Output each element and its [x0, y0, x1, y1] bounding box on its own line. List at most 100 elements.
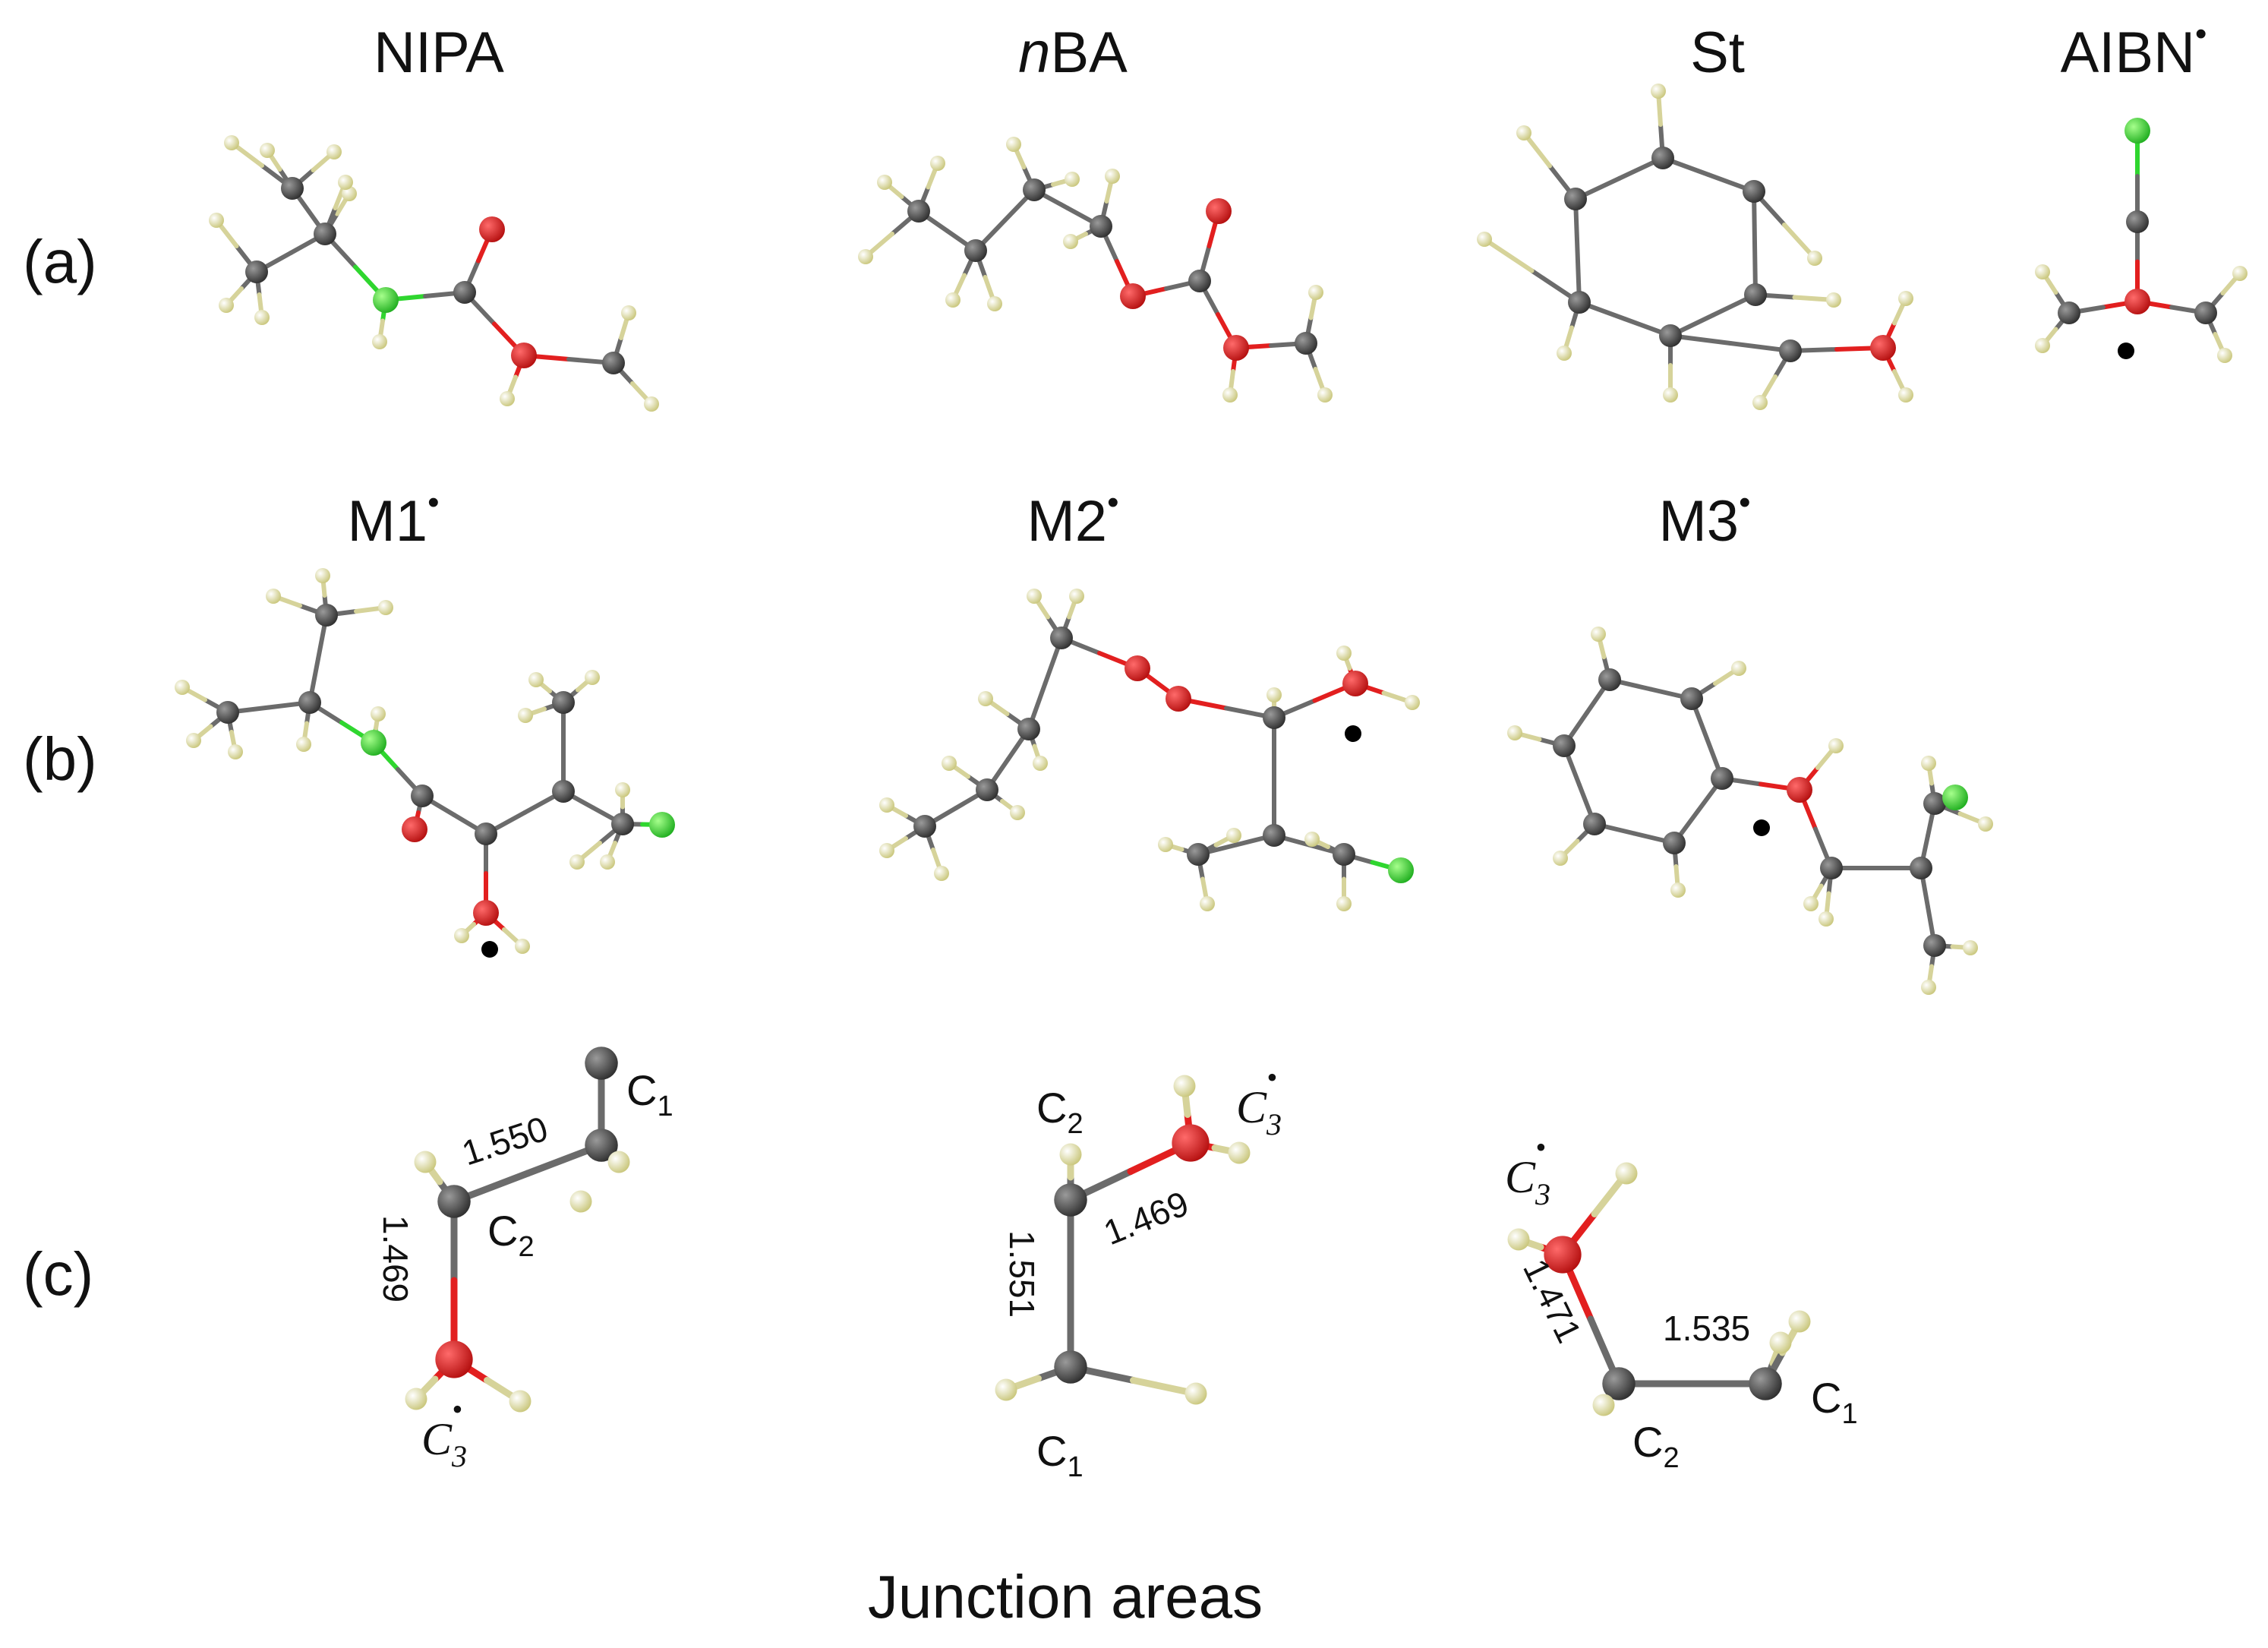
junction-left-bond-c2c3: 1.469 — [376, 1215, 415, 1302]
junction-caption: Junction areas — [868, 1563, 1263, 1631]
junction-right-bond-c1c2: 1.535 — [1663, 1309, 1750, 1348]
oxygen-atom — [511, 343, 537, 368]
hydrogen-atom — [1651, 84, 1666, 99]
title-m1: M1• — [348, 484, 440, 554]
hydrogen-atom — [930, 156, 945, 171]
carbon-atom — [1711, 767, 1733, 790]
carbon-atom — [411, 785, 434, 807]
junction-left-model — [405, 1047, 630, 1413]
carbon-atom — [1651, 147, 1674, 169]
hydrogen-atom — [1921, 980, 1936, 995]
hydrogen-atom — [1769, 1331, 1792, 1354]
hydrogen-atom — [1557, 346, 1572, 361]
oxygen-atom — [1544, 1236, 1582, 1274]
carbon-atom — [1017, 718, 1040, 740]
junction-middle-bond-c1c2: 1.551 — [1002, 1230, 1042, 1318]
carbon-atom — [2058, 302, 2080, 324]
hydrogen-atom — [879, 797, 894, 813]
junction-left-bond-c1c2: 1.550 — [457, 1108, 553, 1173]
hydrogen-atom — [378, 600, 393, 615]
carbon-atom — [602, 352, 625, 374]
carbon-atom — [475, 822, 497, 845]
row-label-c: (c) — [23, 1240, 93, 1308]
junction-left-c3-label: C3• — [421, 1392, 467, 1473]
hydrogen-atom — [978, 691, 993, 706]
carbon-atom — [281, 177, 304, 200]
hydrogen-atom — [1069, 589, 1084, 604]
hydrogen-atom — [1826, 292, 1841, 308]
oxygen-atom — [473, 900, 499, 926]
nitrogen-atom — [1942, 785, 1968, 810]
hydrogen-atom — [1898, 387, 1913, 403]
hydrogen-atom — [1921, 756, 1936, 771]
oxygen-atom — [1870, 335, 1896, 361]
molecule-m3-radical — [1507, 627, 1993, 995]
hydrogen-atom — [266, 589, 281, 604]
molecule-m1-radical — [175, 568, 675, 958]
title-m1-dot: • — [427, 484, 439, 521]
hydrogen-atom — [1591, 627, 1606, 642]
hydrogen-atom — [224, 135, 239, 150]
hydrogen-atom — [995, 1378, 1017, 1401]
hydrogen-atom — [515, 939, 530, 954]
hydrogen-atom — [528, 672, 544, 687]
hydrogen-atom — [1731, 661, 1746, 676]
hydrogen-atom — [2217, 348, 2232, 363]
oxygen-atom — [2124, 289, 2150, 314]
hydrogen-atom — [1063, 234, 1078, 249]
hydrogen-atom — [987, 296, 1002, 311]
carbon-atom — [1050, 627, 1073, 649]
carbon-atom — [1333, 843, 1355, 866]
hydrogen-atom — [1670, 882, 1686, 898]
hydrogen-atom — [1065, 172, 1080, 187]
hydrogen-atom — [1336, 896, 1352, 911]
hydrogen-atom — [1963, 940, 1978, 955]
carbon-atom — [315, 604, 338, 627]
junction-right-model — [1507, 1162, 1811, 1416]
hydrogen-atom — [1184, 1382, 1207, 1405]
junction-right-c2-label: C2 — [1632, 1418, 1680, 1474]
hydrogen-atom — [1059, 1143, 1082, 1166]
title-nipa: NIPA — [374, 21, 504, 85]
hydrogen-atom — [1477, 232, 1492, 247]
title-st: St — [1690, 21, 1745, 85]
hydrogen-atom — [942, 756, 957, 771]
hydrogen-atom — [585, 670, 600, 685]
carbon-atom — [437, 1185, 471, 1218]
junction-middle-labels: C2 C3• C1 1.469 1.551 — [1002, 1060, 1282, 1483]
carbon-atom — [1743, 180, 1765, 203]
carbon-atom — [314, 223, 336, 245]
hydrogen-atom — [877, 175, 892, 190]
junction-left-labels: C1 C2 C3• 1.550 1.469 — [376, 1066, 673, 1473]
carbon-atom — [2126, 210, 2149, 233]
carbon-atom — [1263, 706, 1285, 729]
molecule-m2-radical — [879, 589, 1420, 911]
molecule-st — [1477, 84, 1913, 410]
carbon-atom — [1188, 270, 1211, 292]
junction-middle-c3-label: C3• — [1236, 1060, 1282, 1141]
hydrogen-atom — [1317, 387, 1333, 403]
hydrogen-atom — [1788, 1310, 1811, 1333]
title-nba: nBA — [1018, 21, 1128, 85]
title-nba-italic: n — [1018, 21, 1050, 85]
hydrogen-atom — [1027, 589, 1042, 604]
hydrogen-atom — [209, 213, 224, 228]
carbon-atom — [1090, 215, 1112, 238]
oxygen-atom — [479, 216, 505, 242]
junction-right-labels: C3• C1 C2 1.535 1.471 — [1505, 1130, 1858, 1474]
carbon-atom — [1923, 934, 1946, 957]
hydrogen-atom — [1173, 1075, 1196, 1097]
hydrogen-atom — [1226, 828, 1241, 843]
hydrogen-atom — [1033, 756, 1048, 771]
carbon-atom — [552, 780, 575, 803]
hydrogen-atom — [509, 1390, 532, 1413]
carbon-atom — [1910, 857, 1932, 879]
hydrogen-atom — [1752, 395, 1768, 410]
oxygen-atom — [1206, 198, 1232, 224]
junction-middle-c1-label: C1 — [1036, 1427, 1084, 1483]
hydrogen-atom — [228, 744, 243, 759]
hydrogen-atom — [296, 737, 311, 752]
nitrogen-atom — [361, 730, 386, 756]
carbon-atom — [1820, 857, 1843, 879]
hydrogen-atom — [1010, 805, 1025, 820]
